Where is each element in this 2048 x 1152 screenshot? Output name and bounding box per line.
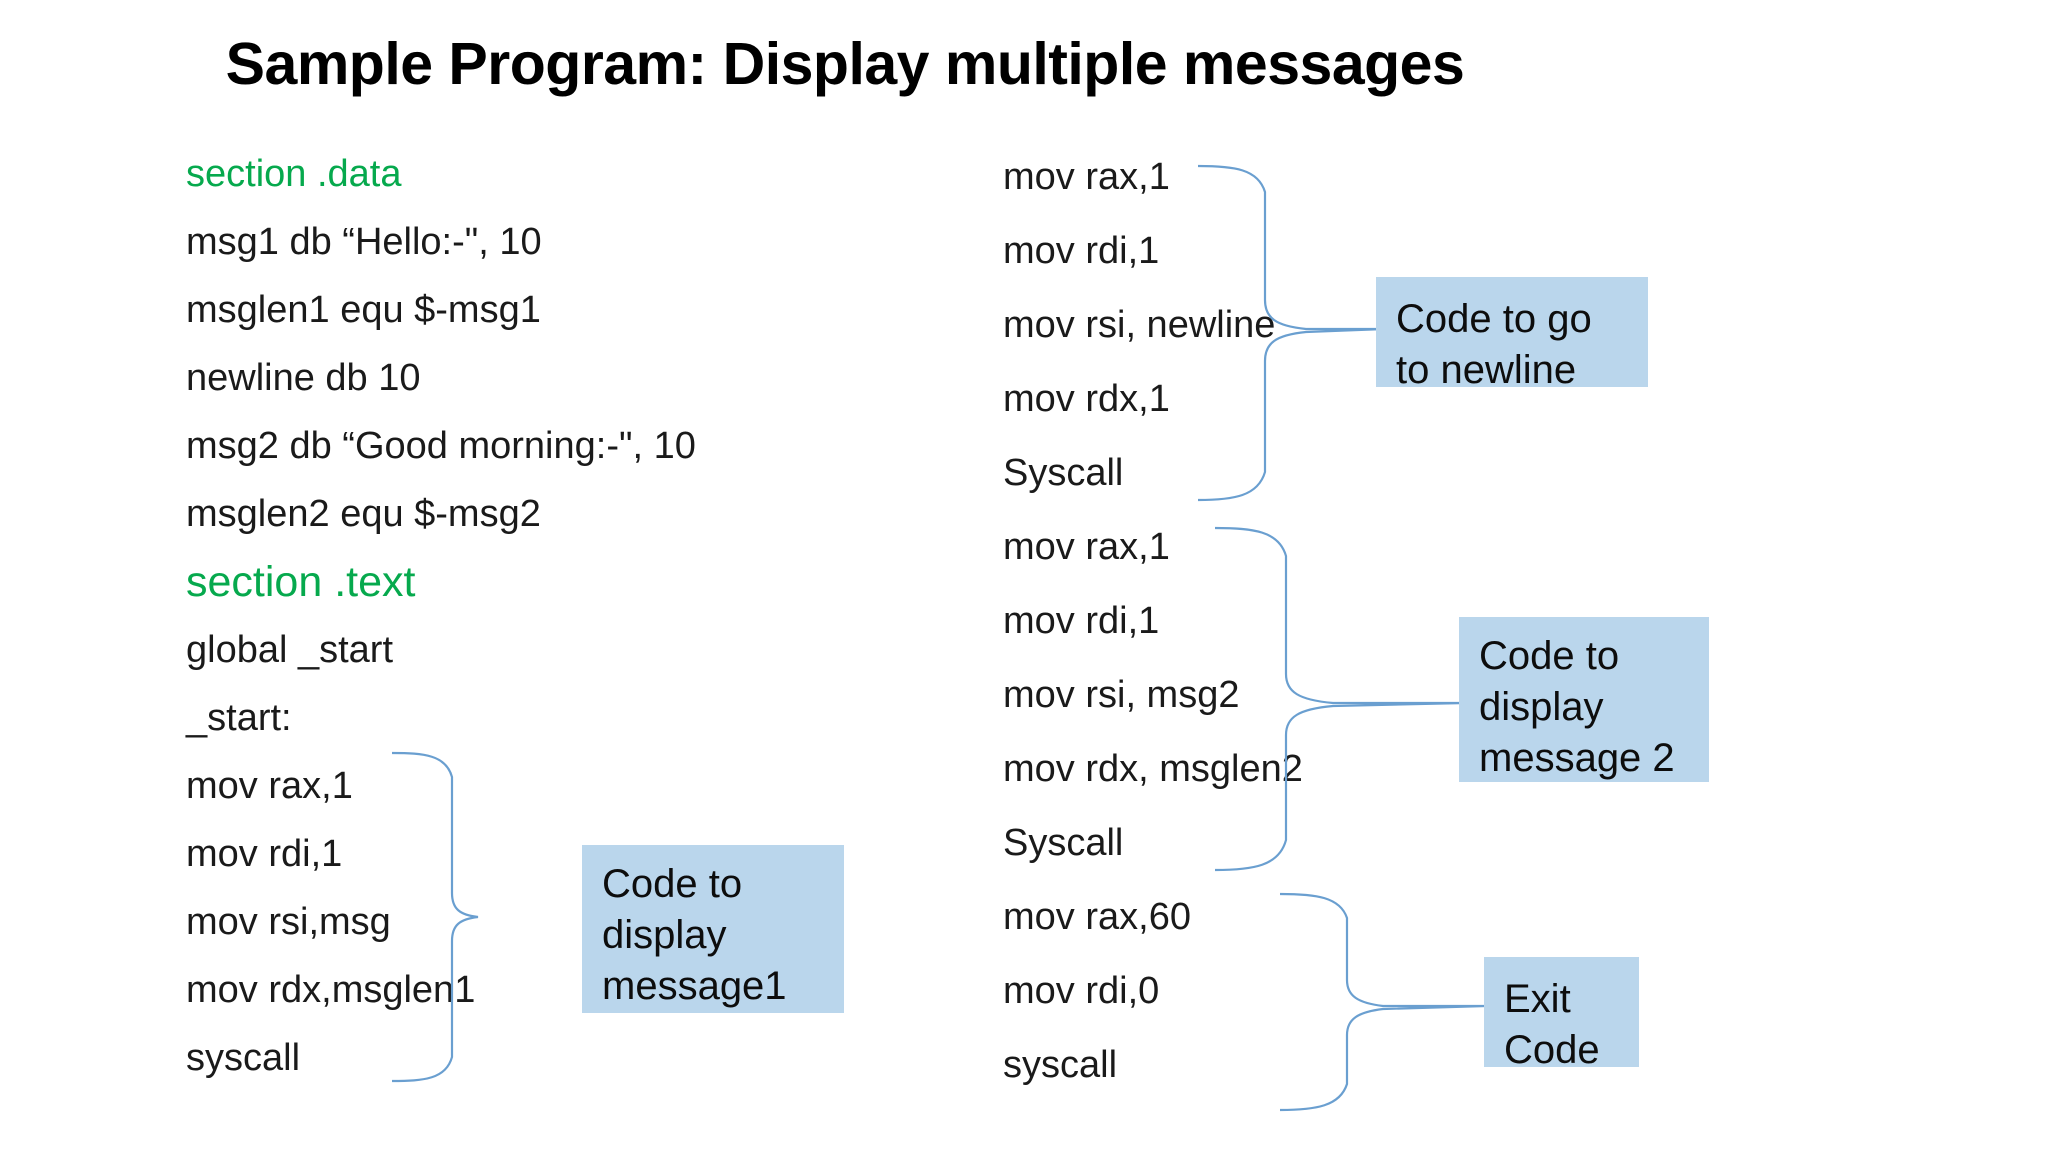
brace-go-to-newline — [1197, 164, 1385, 502]
callout-display-message-1: Code to display message1 — [582, 845, 844, 1013]
code-line-newline: newline db 10 — [186, 357, 421, 399]
code-line-r-mov-rdi-0: mov rdi,0 — [1003, 970, 1160, 1012]
left-code-column: section .data msg1 db “Hello:-", 10 msgl… — [186, 140, 696, 1092]
code-line-section-text: section .text — [186, 558, 416, 606]
code-line-msg2: msg2 db “Good morning:-", 10 — [186, 425, 696, 467]
brace-exit-code — [1279, 892, 1487, 1112]
code-line-r-syscall-a: Syscall — [1003, 452, 1124, 494]
code-line-msglen1: msglen1 equ $-msg1 — [186, 289, 541, 331]
code-line-r-mov-rsi-msg2: mov rsi, msg2 — [1003, 674, 1240, 716]
code-line-section-data: section .data — [186, 153, 402, 195]
code-line-start-label: _start: — [186, 697, 292, 739]
page-title: Sample Program: Display multiple message… — [225, 31, 1465, 97]
callout-go-to-newline: Code to go to newline — [1376, 277, 1648, 392]
code-line-r-mov-rdx-msglen2: mov rdx, msglen2 — [1003, 748, 1303, 790]
code-line-r-mov-rdx-1: mov rdx,1 — [1003, 378, 1170, 420]
code-line-global-start: global _start — [186, 629, 394, 671]
code-line-msg1: msg1 db “Hello:-", 10 — [186, 221, 542, 263]
code-line-r-mov-rdi-1-a: mov rdi,1 — [1003, 230, 1160, 272]
code-line-r-syscall-c: syscall — [1003, 1044, 1118, 1086]
code-line-mov-rsi-msg: mov rsi,msg — [186, 901, 391, 943]
code-line-mov-rdx-msglen1: mov rdx,msglen1 — [186, 969, 476, 1011]
code-line-r-syscall-b: Syscall — [1003, 822, 1124, 864]
code-line-mov-rax-1: mov rax,1 — [186, 765, 353, 807]
brace-display-message-2 — [1214, 526, 1466, 872]
code-line-mov-rdi-1: mov rdi,1 — [186, 833, 343, 875]
code-line-msglen2: msglen2 equ $-msg2 — [186, 493, 541, 535]
code-line-r-mov-rsi-newline: mov rsi, newline — [1003, 304, 1276, 346]
code-line-r-mov-rax-1-b: mov rax,1 — [1003, 526, 1170, 568]
code-line-syscall: syscall — [186, 1037, 301, 1079]
callout-display-message-2: Code to display message 2 — [1459, 617, 1709, 782]
code-line-r-mov-rax-60: mov rax,60 — [1003, 896, 1191, 938]
code-line-r-mov-rax-1-a: mov rax,1 — [1003, 156, 1170, 198]
brace-display-message-1 — [391, 751, 479, 1083]
right-code-column: mov rax,1 mov rdi,1 mov rsi, newline mov… — [1003, 140, 1303, 1102]
callout-exit-code: Exit Code — [1484, 957, 1639, 1072]
code-line-r-mov-rdi-1-b: mov rdi,1 — [1003, 600, 1160, 642]
